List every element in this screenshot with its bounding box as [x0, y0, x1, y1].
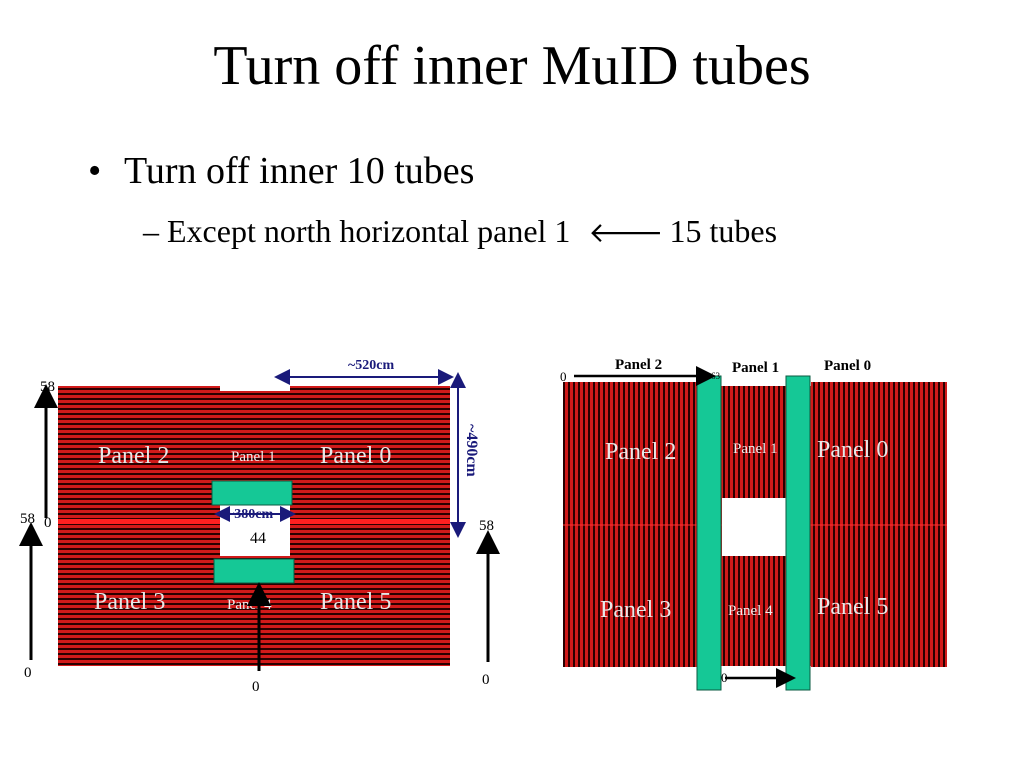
left-width-dimension-label: ~520cm — [348, 358, 394, 373]
right-panel-1-label: Panel 1 — [733, 441, 778, 457]
bullet-text: Turn off inner 10 tubes — [124, 150, 475, 192]
left-panel-block-top-left — [58, 386, 220, 522]
left-panel-0-label: Panel 0 — [320, 443, 391, 469]
right-header-panel-0: Panel 0 — [824, 358, 871, 374]
left-label-44: 44 — [250, 530, 266, 547]
left-axis-right-min: 0 — [482, 672, 490, 688]
left-panel-4-label: Panel 4 — [227, 597, 272, 613]
right-panel-4-label: Panel 4 — [728, 603, 773, 619]
left-arrow-icon: 🡐 — [588, 216, 664, 249]
left-panel-1-label: Panel 1 — [231, 449, 276, 465]
sub-bullet-result: 15 tubes — [669, 213, 778, 249]
right-diagram: Panel 2 Panel 1 Panel 0 Panel 3 Panel 4 … — [560, 357, 947, 691]
left-panel-3-label: Panel 3 — [94, 589, 165, 615]
left-axis-bottom-min: 0 — [252, 679, 260, 695]
left-green-bar-bottom — [213, 558, 295, 584]
slide-title: Turn off inner MuID tubes — [213, 35, 811, 97]
right-green-bar-right — [785, 375, 811, 691]
sub-bullet-text: Except north horizontal panel 1 — [167, 213, 571, 249]
bullet-dot: • — [88, 150, 102, 192]
left-height-dimension-label: ~490cm — [463, 424, 480, 477]
left-panel-block-bottom-right — [290, 524, 450, 666]
right-axis-top-min: 0 — [560, 369, 567, 384]
right-header-panel-2: Panel 2 — [615, 357, 662, 373]
left-axis-right-max: 58 — [479, 518, 494, 534]
bullet-item: • Turn off inner 10 tubes — [88, 147, 474, 195]
left-gap-dimension-label: ~380cm — [227, 507, 273, 522]
right-panel-5-label: Panel 5 — [817, 594, 888, 620]
left-axis-left-max: 58 — [20, 511, 35, 527]
right-panel-2-label: Panel 2 — [605, 439, 676, 465]
right-panel-0-label: Panel 0 — [817, 437, 888, 463]
left-axis-left-min: 0 — [24, 665, 32, 681]
right-center-hole — [722, 498, 786, 556]
left-panel-block-bottom-left — [58, 524, 220, 666]
right-panel-3-label: Panel 3 — [600, 597, 671, 623]
right-green-bar-left — [696, 375, 722, 691]
left-axis-top-max: 58 — [40, 379, 55, 395]
left-panel-2-label: Panel 2 — [98, 443, 169, 469]
left-axis-top-min: 0 — [44, 515, 52, 531]
right-header-panel-1: Panel 1 — [732, 360, 779, 376]
left-diagram: Panel 2 Panel 1 Panel 0 Panel 3 Panel 4 … — [19, 358, 500, 695]
sub-bullet-dash: – — [143, 213, 159, 249]
right-axis-bottom-min: 0 — [721, 670, 728, 685]
sub-bullet-item: – Except north horizontal panel 1 🡐15 tub… — [143, 210, 777, 254]
left-green-bar-top — [211, 480, 293, 506]
left-panel-block-top-right — [290, 386, 450, 522]
left-panel-5-label: Panel 5 — [320, 589, 391, 615]
right-axis-top-max: 63 — [711, 371, 721, 381]
